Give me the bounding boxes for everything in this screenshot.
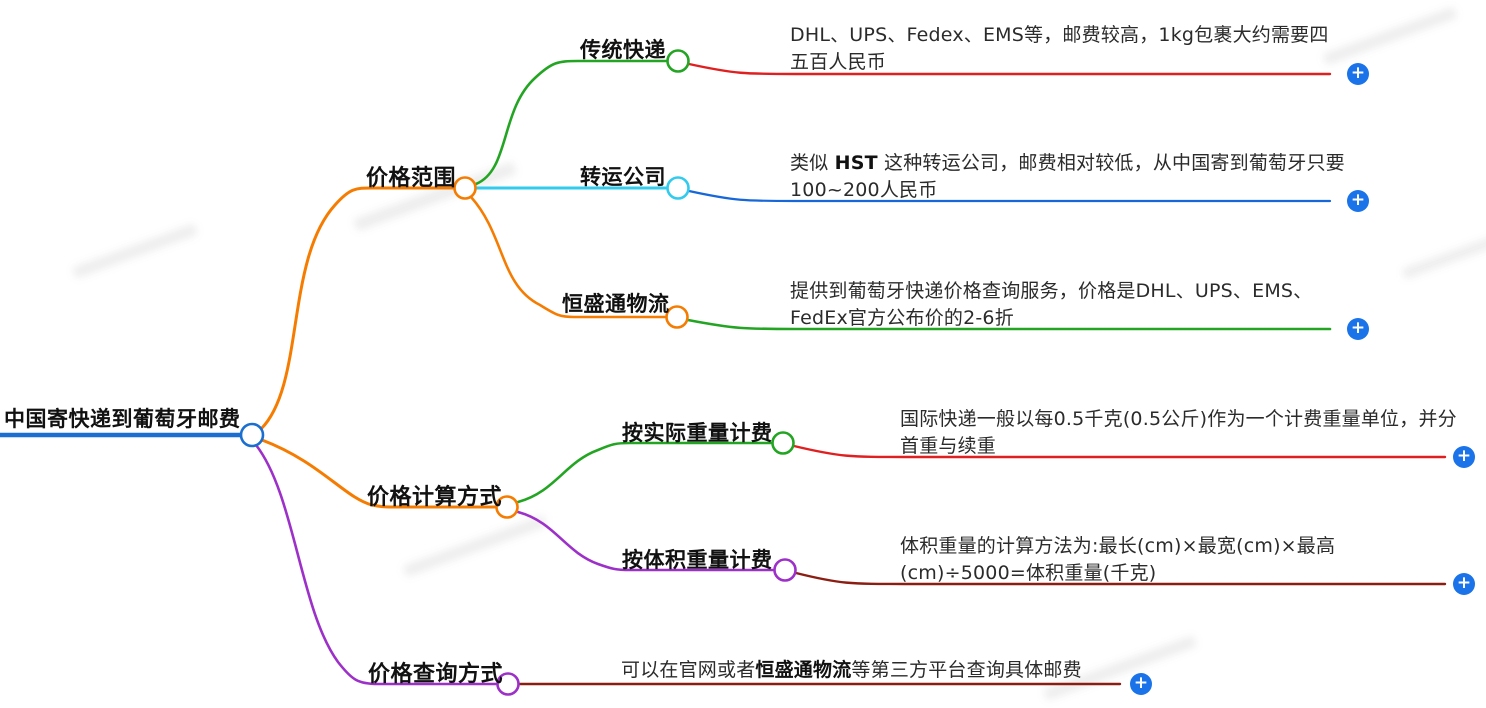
topic-calc-method[interactable]: 价格计算方式 (367, 485, 503, 510)
leaf-line-1 (687, 62, 1332, 76)
leaf-text-part: 等第三方平台查询具体邮费 (851, 659, 1082, 681)
plus-icon[interactable]: + (1453, 446, 1475, 468)
leaf-text-hst-logistics[interactable]: 提供到葡萄牙快递价格查询服务，价格是DHL、UPS、EMS、FedEx官方公布价… (790, 280, 1313, 329)
plus-icon[interactable]: + (1453, 573, 1475, 595)
volume-weight-circle[interactable] (773, 558, 797, 582)
price-range-circle[interactable] (453, 176, 477, 200)
link-actual-weight (516, 441, 773, 504)
leaf-line-2 (687, 189, 1332, 203)
leaf-text-part: 可以在官网或者 (621, 659, 756, 681)
leaf-text-query-method[interactable]: 可以在官网或者恒盛通物流等第三方平台查询具体邮费 (621, 657, 1082, 684)
leaf-text-bold: HST (834, 152, 878, 174)
leaf-line-5 (794, 571, 1447, 586)
topic-volume-weight[interactable]: 按体积重量计费 (622, 548, 773, 572)
actual-weight-circle[interactable] (771, 431, 795, 455)
query-method-circle[interactable] (496, 672, 520, 696)
link-root-query-method (254, 443, 498, 686)
transfer-company-circle[interactable] (666, 176, 690, 200)
link-root-price-range (259, 186, 456, 431)
leaf-text-transfer-company[interactable]: 类似 HST 这种转运公司，邮费相对较低，从中国寄到葡萄牙只要100~200人民… (790, 150, 1345, 204)
plus-icon[interactable]: + (1347, 318, 1369, 340)
topic-query-method[interactable]: 价格查询方式 (368, 662, 504, 687)
leaf-text-volume-weight[interactable]: 体积重量的计算方法为:最长(cm)×最宽(cm)×最高(cm)÷5000=体积重… (900, 535, 1336, 584)
leaf-text-bold: 恒盛通物流 (755, 659, 852, 681)
topic-hst-logistics[interactable]: 恒盛通物流 (562, 292, 670, 316)
leaf-line-4 (792, 444, 1447, 459)
leaf-text-part: 类似 (790, 152, 835, 174)
leaf-text-part: 这种转运公司，邮费相对较低，从中国寄到葡萄牙只要100~200人民币 (790, 152, 1345, 201)
link-volume-weight (516, 510, 775, 572)
topic-price-range[interactable]: 价格范围 (366, 166, 457, 191)
topic-traditional-express[interactable]: 传统快递 (580, 38, 666, 62)
link-hst-logistics (469, 195, 667, 319)
leaf-line-3 (686, 318, 1332, 331)
plus-icon[interactable]: + (1347, 63, 1369, 85)
hst-logistics-circle[interactable] (665, 305, 689, 329)
leaf-text-traditional-express[interactable]: DHL、UPS、Fedex、EMS等，邮费较高，1kg包裹大约需要四五百人民币 (790, 24, 1329, 73)
root-topic[interactable]: 中国寄快递到葡萄牙邮费 (4, 407, 241, 431)
plus-icon[interactable]: + (1347, 190, 1369, 212)
root-node-circle[interactable] (239, 422, 265, 448)
link-traditional-express (474, 59, 668, 186)
leaf-text-actual-weight[interactable]: 国际快递一般以每0.5千克(0.5公斤)作为一个计费重量单位，并分首重与续重 (900, 408, 1457, 457)
topic-transfer-company[interactable]: 转运公司 (580, 165, 666, 189)
traditional-express-circle[interactable] (666, 49, 690, 73)
plus-icon[interactable]: + (1130, 673, 1152, 695)
topic-actual-weight[interactable]: 按实际重量计费 (622, 421, 773, 445)
calc-method-circle[interactable] (495, 495, 519, 519)
link-root-calc-method (260, 438, 497, 509)
